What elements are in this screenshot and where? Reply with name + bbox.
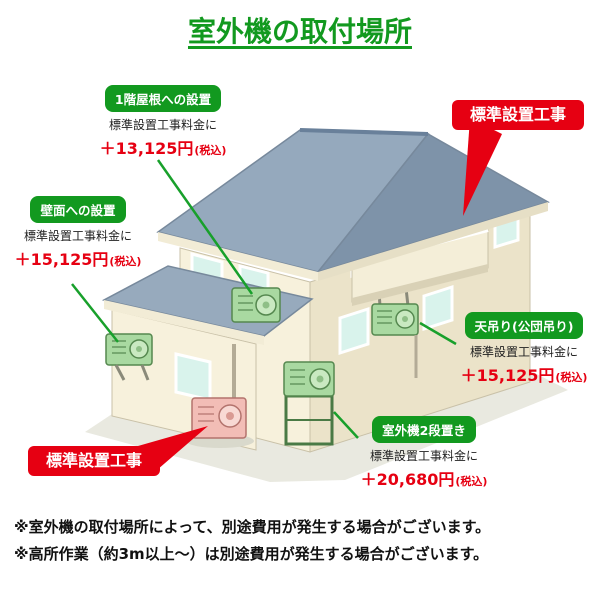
page-title-text: 室外機の取付場所 [187,15,412,48]
callout-two-tier-header: 室外機2段置き [372,416,476,443]
outdoor-unit-roof [231,287,281,323]
callout-ceiling: 天吊り(公団吊り) 標準設置工事料金に ＋15,125円(税込) [450,312,598,386]
callout-wall-tax: (税込) [109,255,142,268]
callout-ceiling-header: 天吊り(公団吊り) [464,312,584,339]
callout-ceiling-line: 標準設置工事料金に [469,345,578,359]
callout-two-tier: 室外機2段置き 標準設置工事料金に ＋20,680円(税込) [352,416,496,490]
callout-roof1f-price: ＋13,125円 [99,139,194,158]
callout-wall-line: 標準設置工事料金に [23,229,132,243]
outdoor-unit-ground [186,397,254,448]
main-roof [156,128,550,281]
callout-wall-header: 壁面への設置 [30,196,126,223]
callout-two-tier-price-line: ＋20,680円(税込) [352,466,496,490]
note-extra-cost-location: ※室外機の取付場所によって、別途費用が発生する場合がございます。 [14,518,491,536]
note-extra-cost-height: ※高所作業（約3m以上～）は別途費用が発生する場合がございます。 [14,545,489,563]
callout-two-tier-price: ＋20,680円 [360,470,455,489]
callout-wall-price-line: ＋15,125円(税込) [4,246,152,270]
callout-wall-price: ＋15,125円 [14,250,109,269]
callout-two-tier-line: 標準設置工事料金に [369,449,478,463]
arrow-top-icon [463,118,502,216]
standard-install-badge-bottom: 標準設置工事 [28,446,160,476]
standard-install-badge-top: 標準設置工事 [452,100,584,130]
callout-roof1f-tax: (税込) [194,144,227,157]
callout-ceiling-price-line: ＋15,125円(税込) [450,362,598,386]
callout-roof1f-line: 標準設置工事料金に [108,118,217,132]
callout-wall: 壁面への設置 標準設置工事料金に ＋15,125円(税込) [4,196,152,270]
callout-ceiling-tax: (税込) [555,371,588,384]
callout-ceiling-price: ＋15,125円 [460,366,555,385]
callout-two-tier-tax: (税込) [455,475,488,488]
outdoor-unit-two-tier [283,361,335,446]
page-title: 室外機の取付場所 [0,10,600,50]
callout-roof1f: 1階屋根への設置 標準設置工事料金に ＋13,125円(税込) [88,85,238,159]
callout-connectors [71,159,457,439]
callout-roof1f-price-line: ＋13,125円(税込) [88,135,238,159]
callout-roof1f-header: 1階屋根への設置 [104,85,222,112]
